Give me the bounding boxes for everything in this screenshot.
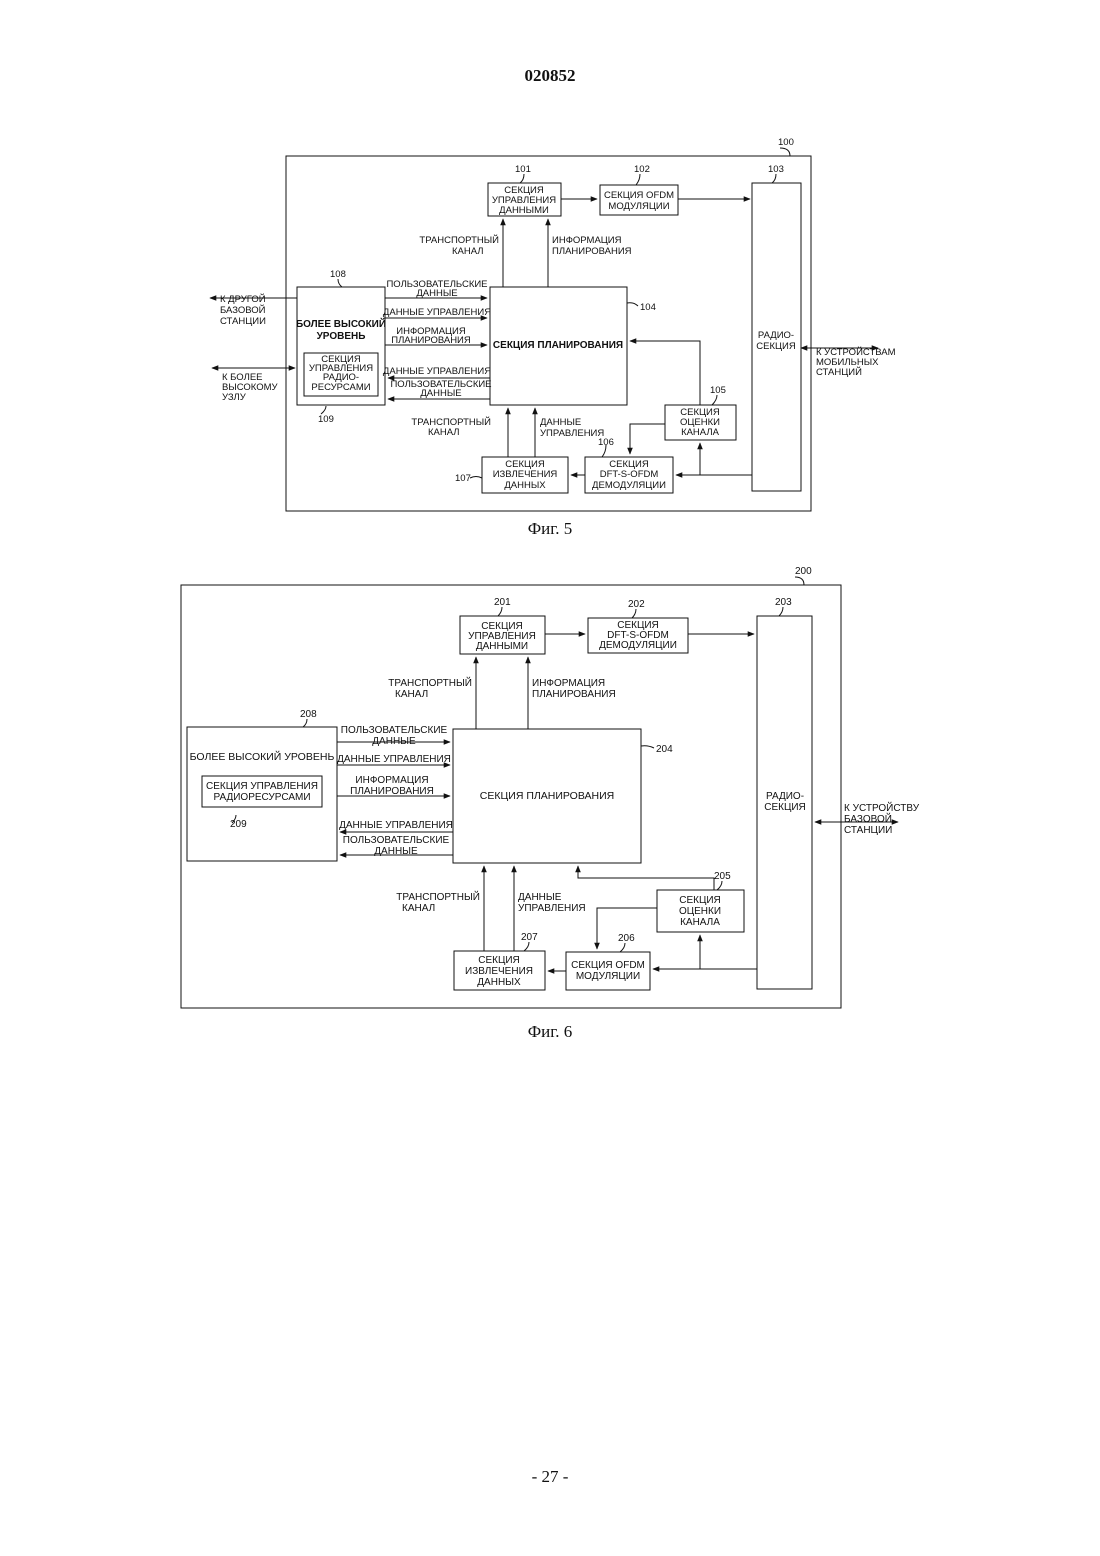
radio-label-1: РАДИО-	[758, 330, 794, 341]
sched-info-label-1: ИНФОРМАЦИЯ	[355, 775, 428, 786]
sched-info-top-label-1: ИНФОРМАЦИЯ	[532, 678, 605, 689]
control-data-label: ДАННЫЕ УПРАВЛЕНИЯ	[337, 754, 451, 765]
transport-bottom-label-2: КАНАЛ	[428, 427, 460, 438]
control-bottom-label-2: УПРАВЛЕНИЯ	[518, 903, 586, 914]
transport-top-label-1: ТРАНСПОРТНЫЙ	[388, 676, 472, 689]
figure-6-caption: Фиг. 6	[0, 1022, 1100, 1042]
figure-5-diagram: 100 101 102 103 104 105 106 107 108 109 …	[0, 0, 1100, 560]
ref-104: 104	[640, 302, 656, 313]
page-number: - 27 -	[0, 1467, 1100, 1487]
ref-208: 208	[300, 709, 317, 720]
figure-6-diagram: 200 201 202 203 204 205 206 207 208 209 …	[0, 560, 1100, 1020]
to-bs-label-1: К УСТРОЙСТВУ	[844, 801, 920, 814]
ref-200: 200	[795, 566, 812, 577]
ref-103: 103	[768, 164, 784, 175]
ref-205: 205	[714, 871, 731, 882]
ref-100: 100	[778, 137, 794, 148]
ref-207: 207	[521, 932, 538, 943]
user-data-label-2: ДАННЫЕ	[416, 288, 457, 299]
user-data-label-2: ДАННЫЕ	[372, 736, 416, 747]
ref-209: 209	[230, 819, 247, 830]
ref-204: 204	[656, 744, 673, 755]
user-data-back-label-2: ДАННЫЕ	[374, 846, 418, 857]
ref-201: 201	[494, 597, 511, 608]
data-control-label-3: ДАННЫМИ	[476, 641, 528, 652]
to-bs-label-2: БАЗОВОЙ	[844, 812, 892, 825]
ref-102: 102	[634, 164, 650, 175]
transport-top-label-2: КАНАЛ	[395, 689, 428, 700]
ref-109: 109	[318, 414, 334, 425]
dft-demod-label-3: ДЕМОДУЛЯЦИИ	[599, 640, 677, 651]
control-bottom-label-2: УПРАВЛЕНИЯ	[540, 428, 604, 439]
scheduler-label: СЕКЦИЯ ПЛАНИРОВАНИЯ	[480, 790, 614, 802]
ref-108: 108	[330, 269, 346, 280]
control-data-back-label: ДАННЫЕ УПРАВЛЕНИЯ	[339, 820, 453, 831]
transport-bottom-label-2: КАНАЛ	[402, 903, 435, 914]
rrc-label-4: РЕСУРСАМИ	[311, 382, 370, 393]
rrc-label-2: РАДИОРЕСУРСАМИ	[213, 792, 310, 803]
to-other-bs-label-2: БАЗОВОЙ	[220, 304, 266, 316]
chan-est-label-2: ОЦЕНКИ	[679, 906, 721, 917]
higher-layer-label: БОЛЕЕ ВЫСОКИЙ УРОВЕНЬ	[190, 750, 335, 763]
ofdm-label-1: СЕКЦИЯ OFDM	[571, 960, 645, 971]
to-bs-label-3: СТАНЦИИ	[844, 825, 892, 836]
user-data-back-label-2: ДАННЫЕ	[420, 388, 461, 399]
radio-label-1: РАДИО-	[766, 791, 804, 802]
radio-label-2: СЕКЦИЯ	[756, 341, 796, 352]
transport-top-label-2: КАНАЛ	[452, 246, 484, 257]
ofdm-mod-label-2: МОДУЛЯЦИИ	[608, 201, 669, 212]
control-data-label: ДАННЫЕ УПРАВЛЕНИЯ	[383, 307, 491, 318]
control-bottom-label-1: ДАННЫЕ	[540, 417, 581, 428]
control-bottom-label-1: ДАННЫЕ	[518, 892, 562, 903]
figure-5-caption: Фиг. 5	[0, 519, 1100, 539]
ofdm-label-2: МОДУЛЯЦИИ	[576, 971, 640, 982]
higher-layer-label-1: БОЛЕЕ ВЫСОКИЙ	[296, 317, 386, 330]
chan-est-label-3: КАНАЛА	[680, 917, 720, 928]
control-data-back-label: ДАННЫЕ УПРАВЛЕНИЯ	[383, 366, 491, 377]
extract-label-2: ИЗВЛЕЧЕНИЯ	[465, 966, 533, 977]
sched-info-label-2: ПЛАНИРОВАНИЯ	[391, 335, 471, 346]
chan-est-label-3: КАНАЛА	[681, 427, 720, 438]
ref-206: 206	[618, 933, 635, 944]
user-data-back-label-1: ПОЛЬЗОВАТЕЛЬСКИЕ	[343, 835, 450, 846]
transport-top-label-1: ТРАНСПОРТНЫЙ	[419, 234, 499, 246]
user-data-label-1: ПОЛЬЗОВАТЕЛЬСКИЕ	[341, 725, 448, 736]
ref-203: 203	[775, 597, 792, 608]
extract-label-3: ДАННЫХ	[477, 977, 521, 988]
transport-bottom-label-1: ТРАНСПОРТНЫЙ	[396, 890, 480, 903]
rrc-label-1: СЕКЦИЯ УПРАВЛЕНИЯ	[206, 781, 318, 792]
ref-202: 202	[628, 599, 645, 610]
sched-info-top-label-1: ИНФОРМАЦИЯ	[552, 235, 622, 246]
radio-label-2: СЕКЦИЯ	[764, 802, 806, 813]
extract-label-3: ДАННЫХ	[504, 480, 546, 491]
ref-105: 105	[710, 385, 726, 396]
higher-layer-label-2: УРОВЕНЬ	[317, 331, 366, 342]
demod-label-3: ДЕМОДУЛЯЦИИ	[592, 480, 666, 491]
extract-label-2: ИЗВЛЕЧЕНИЯ	[493, 469, 558, 480]
to-mobile-label-3: СТАНЦИЙ	[816, 366, 862, 378]
to-other-bs-label-3: СТАНЦИИ	[220, 316, 266, 327]
data-control-label-3: ДАННЫМИ	[499, 205, 549, 216]
sched-info-top-label-2: ПЛАНИРОВАНИЯ	[552, 246, 632, 257]
to-other-bs-label-1: К ДРУГОЙ	[220, 293, 266, 305]
scheduler-label: СЕКЦИЯ ПЛАНИРОВАНИЯ	[493, 340, 623, 351]
extract-label-1: СЕКЦИЯ	[478, 955, 520, 966]
sched-info-label-2: ПЛАНИРОВАНИЯ	[350, 786, 434, 797]
ofdm-mod-label-1: СЕКЦИЯ OFDM	[604, 190, 674, 201]
sched-info-top-label-2: ПЛАНИРОВАНИЯ	[532, 689, 616, 700]
ref-101: 101	[515, 164, 531, 175]
ref-107: 107	[455, 473, 471, 484]
demod-label-2: DFT-S-OFDM	[600, 469, 659, 480]
chan-est-label-1: СЕКЦИЯ	[679, 895, 721, 906]
to-upper-node-label-3: УЗЛУ	[222, 392, 247, 403]
